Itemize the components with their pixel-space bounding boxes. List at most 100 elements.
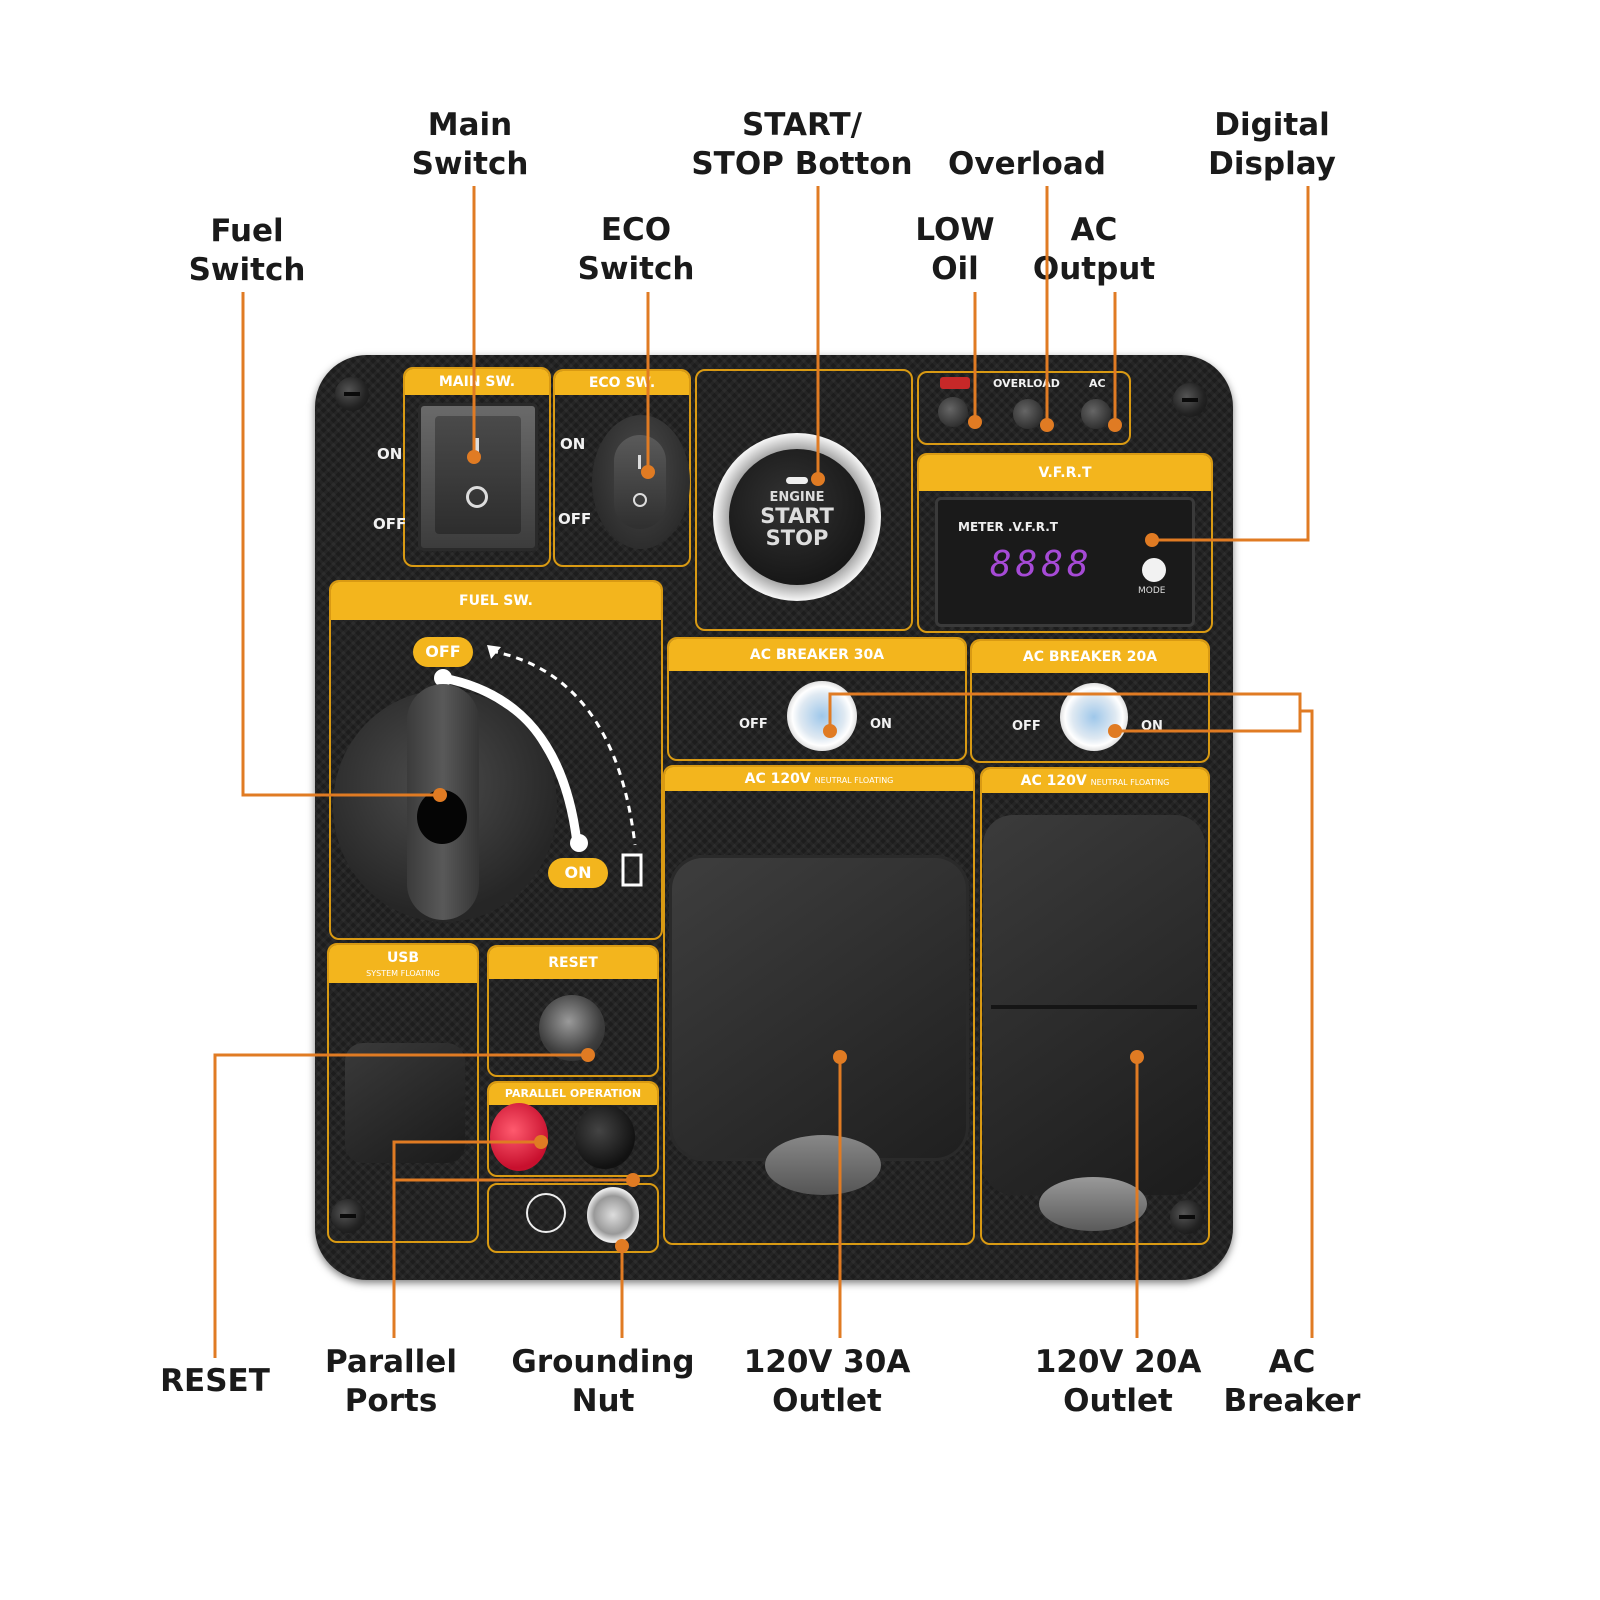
callout-text: STOP Botton bbox=[691, 146, 913, 182]
grounding-nut[interactable] bbox=[587, 1187, 639, 1243]
callout-fuel-switch: Fuel Switch bbox=[189, 212, 306, 290]
fuel-knob-hole-icon bbox=[417, 790, 467, 844]
parallel-port-black[interactable] bbox=[575, 1105, 635, 1169]
breaker-30a-on-label: ON bbox=[870, 717, 892, 732]
callout-digital-display: Digital Display bbox=[1208, 106, 1336, 184]
outlet-30a-voltage: AC 120V bbox=[744, 771, 811, 787]
start-stop-start-label: START bbox=[760, 504, 834, 528]
outlet-30a-neutral: NEUTRAL FLOATING bbox=[814, 776, 894, 785]
fuel-arc-dashed bbox=[490, 649, 637, 846]
parallel-port-red[interactable] bbox=[490, 1103, 548, 1171]
ac-label: AC bbox=[1089, 377, 1106, 390]
callout-main-switch: Main Switch bbox=[412, 106, 529, 184]
outlet-20a-cover[interactable] bbox=[983, 815, 1205, 1195]
callout-text: Display bbox=[1208, 146, 1336, 182]
callout-parallel-ports: Parallel Ports bbox=[325, 1343, 457, 1421]
callout-text: Main bbox=[427, 107, 513, 143]
callout-ac-output: AC Output bbox=[1033, 211, 1155, 289]
eco-switch-section: ECO SW. bbox=[553, 369, 691, 567]
fuel-arrow-icon bbox=[487, 645, 501, 659]
start-stop-stop-label: STOP bbox=[765, 526, 829, 550]
callout-text: Switch bbox=[188, 252, 306, 288]
mode-button[interactable] bbox=[1142, 558, 1166, 582]
fuel-on-badge: ON bbox=[548, 858, 608, 888]
ac-breaker-30a-section: AC BREAKER 30A bbox=[667, 637, 967, 761]
eco-rocker-face bbox=[614, 435, 666, 529]
overload-label: OVERLOAD bbox=[993, 377, 1060, 390]
ground-symbol-icon bbox=[526, 1193, 566, 1233]
usb-header: USB SYSTEM FLOATING bbox=[329, 945, 477, 983]
ac-breaker-20a-header: AC BREAKER 20A bbox=[972, 641, 1208, 673]
callout-text: Overload bbox=[948, 146, 1106, 182]
outlet-20a-neutral: NEUTRAL FLOATING bbox=[1090, 778, 1170, 787]
callout-text: Oil bbox=[931, 251, 979, 287]
eco-switch-off-label: OFF bbox=[558, 510, 592, 528]
callout-text: 120V 30A bbox=[743, 1344, 911, 1380]
callout-text: Digital bbox=[1214, 107, 1330, 143]
fuel-arc-solid bbox=[442, 673, 582, 844]
callout-text: Fuel bbox=[210, 213, 284, 249]
start-stop-engine-label: ENGINE bbox=[769, 490, 825, 505]
callout-reset: RESET bbox=[160, 1362, 270, 1401]
callout-text: LOW bbox=[915, 212, 995, 248]
eco-rocker-switch[interactable] bbox=[592, 415, 690, 549]
rocker-off-mark-icon bbox=[466, 486, 488, 508]
callout-text: AC bbox=[1268, 1344, 1316, 1380]
eco-on-mark-icon bbox=[638, 455, 641, 469]
callout-text: AC bbox=[1070, 212, 1118, 248]
callout-text: Ports bbox=[344, 1383, 438, 1419]
callout-ac-breaker: AC Breaker bbox=[1224, 1343, 1361, 1421]
rocker-on-mark-icon bbox=[475, 438, 479, 460]
callout-outlet-20a: 120V 20A Outlet bbox=[1035, 1343, 1202, 1421]
callout-eco-switch: ECO Switch bbox=[578, 211, 695, 289]
vfrt-header: V.F.R.T bbox=[919, 455, 1211, 491]
reset-header: RESET bbox=[489, 947, 657, 979]
meter-label: METER .V.F.R.T bbox=[958, 520, 1058, 534]
callout-text: Breaker bbox=[1223, 1383, 1361, 1419]
callout-text: Switch bbox=[411, 146, 529, 182]
callout-text: START/ bbox=[741, 107, 862, 143]
ac-breaker-20a-button[interactable] bbox=[1060, 683, 1128, 751]
callout-text: Output bbox=[1032, 251, 1156, 287]
low-oil-light bbox=[938, 397, 968, 427]
parallel-header: PARALLEL OPERATION bbox=[489, 1083, 657, 1105]
eco-off-mark-icon bbox=[633, 493, 647, 507]
eco-switch-header: ECO SW. bbox=[555, 371, 689, 395]
outlet-20a-latch bbox=[1039, 1177, 1147, 1231]
overload-light bbox=[1013, 399, 1043, 429]
breaker-30a-off-label: OFF bbox=[739, 717, 768, 732]
screw-top-right bbox=[1173, 383, 1207, 417]
callout-text: 120V 20A bbox=[1034, 1344, 1202, 1380]
breaker-20a-off-label: OFF bbox=[1012, 719, 1041, 734]
start-stop-section bbox=[695, 369, 913, 631]
callout-text: Nut bbox=[571, 1383, 635, 1419]
eco-switch-on-label: ON bbox=[560, 435, 586, 453]
start-stop-button[interactable]: ENGINE START STOP bbox=[713, 433, 881, 601]
usb-port-cover[interactable] bbox=[345, 1043, 465, 1163]
callout-text: Outlet bbox=[1063, 1383, 1173, 1419]
callout-grounding-nut: Grounding Nut bbox=[511, 1343, 694, 1421]
ac-breaker-30a-header: AC BREAKER 30A bbox=[669, 639, 965, 671]
display-readout: 8888 bbox=[990, 544, 1093, 585]
fuel-knob[interactable] bbox=[333, 684, 557, 922]
fuel-pump-icon bbox=[621, 853, 643, 887]
ac-output-light bbox=[1081, 399, 1111, 429]
digital-display: METER .V.F.R.T 8888 MODE bbox=[935, 497, 1195, 627]
callout-text: ECO bbox=[600, 212, 672, 248]
reset-button[interactable] bbox=[539, 995, 605, 1061]
callout-start-stop: START/ STOP Botton bbox=[691, 106, 912, 184]
fuel-arc-indicator bbox=[434, 645, 643, 887]
callout-text: Switch bbox=[577, 251, 695, 287]
start-stop-face: ENGINE START STOP bbox=[729, 449, 865, 585]
outlet-30a-cover[interactable] bbox=[669, 855, 969, 1161]
usb-label: USB bbox=[386, 950, 420, 966]
start-stop-indicator-icon bbox=[786, 477, 808, 484]
callout-text: Outlet bbox=[772, 1383, 882, 1419]
main-rocker-face bbox=[435, 416, 521, 534]
callout-overload: Overload bbox=[948, 145, 1106, 184]
indicator-section bbox=[917, 371, 1131, 445]
callout-low-oil: LOW Oil bbox=[915, 211, 994, 289]
ac-breaker-30a-button[interactable] bbox=[787, 681, 857, 751]
